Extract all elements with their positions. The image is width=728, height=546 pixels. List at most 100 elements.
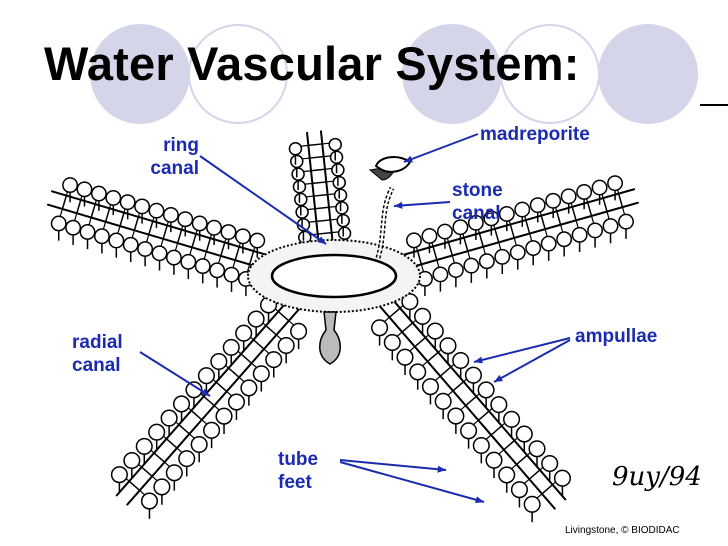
- arm-lower-right-ampulla: [472, 436, 490, 455]
- tube-feet-pointer-head: [475, 496, 484, 504]
- arm-upper-left-rung: [119, 211, 125, 227]
- arm-upper-left-ampulla: [177, 211, 194, 228]
- arm-lower-right-rung: [401, 322, 414, 333]
- arm-lower-right-ampulla: [553, 469, 571, 487]
- arm-upper-right-ampulla: [560, 188, 577, 205]
- ring-canal-label: ring canal: [131, 134, 199, 180]
- arm-upper-left-rung: [248, 250, 255, 266]
- arm-upper-right-rung: [432, 245, 438, 261]
- arm-lower-right-ampulla: [498, 466, 516, 484]
- arm-lower-right-ampulla: [503, 410, 521, 428]
- tube-feet-label: tube feet: [278, 448, 318, 494]
- stone-canal-pointer-head: [394, 201, 403, 209]
- arm-top-ampulla: [337, 226, 352, 240]
- arm-upper-left-rung: [133, 216, 140, 232]
- arm-lower-left-ampulla: [135, 437, 153, 455]
- arm-lower-left-ampulla: [165, 464, 183, 482]
- arm-upper-left-ampulla: [62, 177, 79, 194]
- arm-top-ampulla: [331, 163, 345, 177]
- arm-upper-left-ampulla: [180, 253, 197, 270]
- arm-top-ampulla: [335, 201, 349, 215]
- arm-upper-left-ampulla: [194, 258, 211, 275]
- arm-upper-right-ampulla: [545, 192, 562, 209]
- arm-upper-right-radial-canal-edge: [404, 201, 639, 270]
- arm-lower-left-ampulla: [210, 352, 228, 371]
- arm-top-ampulla: [295, 205, 309, 219]
- arm-lower-left-ampulla: [247, 310, 265, 328]
- arm-upper-left-ampulla: [137, 241, 154, 257]
- arm-lower-right-ampulla: [409, 363, 427, 381]
- arm-lower-left-ampulla: [203, 421, 221, 439]
- arm-upper-left-ampulla: [119, 194, 136, 211]
- arm-lower-right-ampulla: [523, 495, 541, 513]
- arm-upper-left-radial-canal-edge: [47, 203, 266, 270]
- arm-lower-left-rung: [202, 395, 216, 407]
- arm-top-ampulla: [291, 167, 305, 181]
- decor-circle: [598, 24, 698, 124]
- arm-top-ampulla: [333, 188, 348, 202]
- stone-canal-pointer: [393, 201, 451, 207]
- arm-lower-right-ampulla: [515, 425, 533, 443]
- ring-canal-label-line1: ring: [163, 135, 199, 156]
- arm-upper-left-ampulla: [93, 228, 110, 245]
- arm-lower-left-ampulla: [222, 338, 240, 356]
- arm-upper-left-rung: [234, 246, 240, 261]
- arm-lower-right-rung: [388, 307, 401, 319]
- arm-lower-right-ampulla: [434, 392, 452, 410]
- arm-lower-left-rung: [252, 339, 265, 350]
- arm-lower-right-rung: [426, 351, 439, 363]
- arm-upper-right-ampulla: [587, 222, 604, 239]
- tube-feet-pointer-head: [437, 465, 446, 473]
- arm-upper-right-ampulla: [447, 262, 464, 278]
- madreporite-pointer-head: [404, 155, 413, 163]
- arm-upper-left-rung: [90, 203, 96, 219]
- arm-upper-right-ampulla: [421, 228, 438, 244]
- arm-lower-right-ampulla: [460, 422, 478, 440]
- arm-lower-left-rung: [128, 480, 141, 492]
- arm-lower-right-rung: [503, 439, 516, 451]
- arm-upper-left-ampulla: [220, 224, 237, 240]
- arm-lower-left-rung: [240, 353, 253, 364]
- arm-lower-right-ampulla: [421, 378, 439, 396]
- tube-feet-label-line2: feet: [278, 472, 312, 493]
- arm-lower-left-ampulla: [123, 451, 141, 470]
- ampullae-pointer: [493, 339, 571, 383]
- arm-top-ampulla: [294, 192, 308, 207]
- arm-upper-right-ampulla: [618, 213, 634, 230]
- ampullae-pointer-head: [494, 374, 503, 382]
- arm-upper-right-rung: [602, 197, 608, 213]
- arm-upper-left-ampulla: [151, 245, 168, 262]
- arm-upper-left-ampulla: [234, 228, 251, 245]
- arm-upper-left-ampulla: [108, 232, 125, 249]
- arm-lower-right-ampulla: [464, 366, 482, 384]
- arm-lower-left-ampulla: [277, 336, 295, 355]
- arm-top-ampulla: [292, 180, 307, 194]
- arm-top-ampulla: [329, 150, 344, 164]
- arm-upper-right-ampulla: [556, 231, 573, 248]
- arm-upper-right-ampulla: [525, 240, 542, 256]
- arm-upper-left-ampulla: [209, 262, 226, 279]
- arm-upper-right-ampulla: [436, 223, 453, 240]
- arm-top-rung: [308, 155, 325, 159]
- arm-upper-right-ampulla: [432, 266, 449, 283]
- arm-upper-left-rung: [104, 207, 111, 223]
- arm-lower-left-ampulla: [265, 351, 283, 369]
- arm-lower-right-ampulla: [490, 396, 508, 414]
- central-disc: [247, 156, 421, 365]
- arm-upper-right-rung: [556, 210, 562, 226]
- arm-lower-right-ampulla: [414, 307, 432, 325]
- arm-lower-right-ampulla: [485, 451, 503, 469]
- tube-feet-pointer: [339, 461, 485, 503]
- arm-lower-right-rung: [464, 395, 478, 407]
- arm-upper-left-ampulla: [191, 215, 208, 232]
- arm-upper-left-rung: [205, 237, 212, 253]
- arm-lower-left-ampulla: [190, 435, 208, 454]
- ampullae-pointer: [473, 337, 571, 363]
- arm-lower-right-ampulla: [541, 454, 559, 473]
- arm-upper-left-ampulla: [134, 198, 151, 215]
- arm-upper-right-rung: [494, 228, 500, 244]
- arm-lower-left-ampulla: [227, 393, 246, 411]
- madreporite-label: madreporite: [480, 124, 590, 145]
- stone-canal-label-line1: stone: [452, 180, 503, 201]
